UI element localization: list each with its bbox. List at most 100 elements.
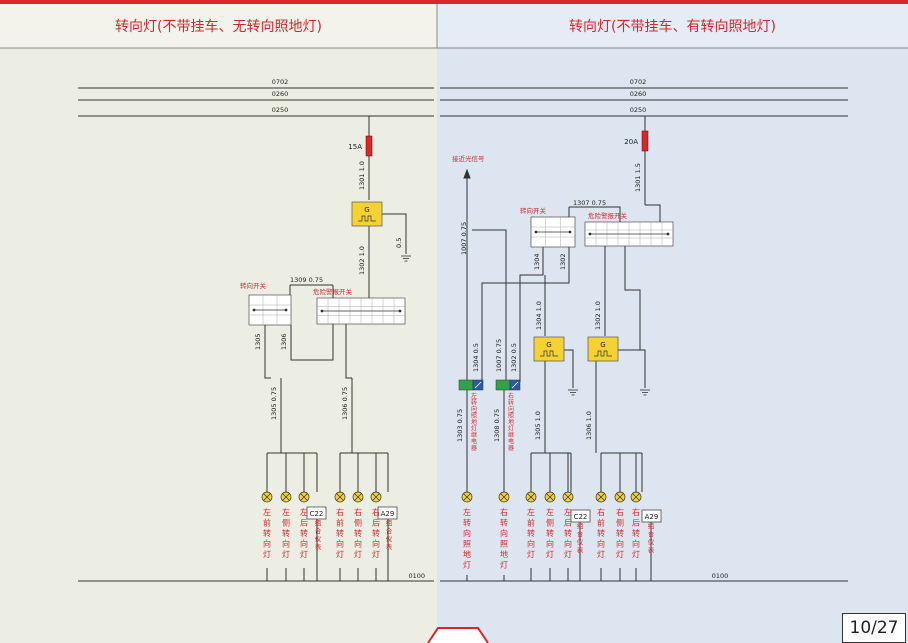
lamp-right-6-x	[616, 493, 624, 501]
bus-label-right: 0250	[630, 106, 647, 114]
label-char: 表	[577, 545, 584, 554]
label-char: 转	[263, 528, 271, 538]
page-number: 10/27	[842, 613, 906, 643]
wire-label: 1302 1.0	[594, 301, 602, 330]
label-char: 向	[546, 539, 554, 549]
ground-right-2	[640, 389, 650, 396]
bus-label-right: 0260	[630, 90, 647, 98]
label-char: 左	[463, 507, 471, 517]
wire-label: 1306 1.0	[585, 411, 593, 440]
lamp-left-2-x	[300, 493, 308, 501]
label-char: 右	[372, 507, 380, 517]
label-char: 电	[471, 438, 477, 446]
right-header-bg	[437, 4, 908, 48]
label-char: 灯	[546, 549, 554, 559]
label-char: 灯	[564, 549, 572, 559]
label-char: 组	[577, 521, 584, 530]
switch-node	[320, 309, 324, 313]
label-char: 继	[508, 431, 514, 439]
label-char: 组	[386, 518, 393, 527]
label-char: 左	[471, 392, 477, 400]
left-panel-bg	[0, 48, 437, 643]
label-char: 表	[315, 542, 322, 551]
wire-label: 1306 0.75	[341, 387, 349, 420]
label-char: 合	[577, 529, 584, 538]
label-char: 转	[616, 528, 624, 538]
right-title: 转向灯(不带挂车、有转向照地灯)	[569, 19, 776, 35]
turn-switch-left	[248, 294, 292, 326]
fuse-15a	[365, 135, 373, 157]
label-char: 向	[616, 539, 624, 549]
label-char: 灯	[372, 549, 380, 559]
label-char: 侧	[282, 518, 290, 528]
label-char: 左	[263, 507, 271, 517]
ground-right-1	[568, 389, 578, 396]
top-bar	[0, 0, 908, 4]
label-char: 右	[500, 507, 508, 517]
wire-label: 1303 0.75	[456, 409, 464, 442]
label-char: 右	[597, 507, 605, 517]
flasher-right-1-label: G	[546, 341, 551, 349]
label-char: 向	[336, 539, 344, 549]
label-char: 转	[508, 399, 514, 407]
lamp-left-3-x	[336, 493, 344, 501]
label-char: 转	[282, 528, 290, 538]
wire	[481, 247, 570, 382]
lamp-right-7-x	[632, 493, 640, 501]
label-char: 表	[386, 542, 393, 551]
label-char: 右	[354, 507, 362, 517]
label-char: 灯	[471, 425, 477, 433]
label-char: 后	[564, 518, 572, 528]
lamp-right-0-x	[463, 493, 471, 501]
dip-signal-label: 接近光信号	[452, 154, 485, 163]
label-char: 地	[508, 418, 514, 426]
connector-c22-left	[306, 506, 327, 520]
flasher-right-2-wave	[594, 350, 612, 357]
label-char: 右	[632, 507, 640, 517]
lamp-right-4-x	[564, 493, 572, 501]
label-char: 仪	[577, 538, 584, 546]
label-char: 向	[300, 539, 308, 549]
label-char: 向	[500, 528, 508, 538]
flasher-left-label: G	[364, 206, 369, 214]
lamp-left-0-x	[263, 493, 271, 501]
wire-label: 1305 1.0	[534, 411, 542, 440]
ground-left	[401, 255, 411, 262]
label-char: 转	[354, 528, 362, 538]
label-char: 向	[632, 539, 640, 549]
switch-node	[252, 308, 256, 312]
label-char: 右	[508, 392, 514, 400]
label-char: 向	[597, 539, 605, 549]
wire	[290, 324, 334, 361]
label-char: 组	[315, 518, 322, 527]
fuse-20a	[641, 130, 649, 152]
label-char: 转	[632, 528, 640, 538]
bus-label-left: 0702	[272, 78, 289, 86]
label-char: 左	[300, 507, 308, 517]
label-char: 灯	[300, 549, 308, 559]
label-char: 左	[527, 507, 535, 517]
label-char: 照	[471, 413, 477, 420]
relay-right-mark	[511, 381, 519, 389]
label-char: 灯	[282, 549, 290, 559]
label-char: 向	[354, 539, 362, 549]
switch-node	[666, 232, 670, 236]
wire-label: 1301 1.0	[358, 161, 366, 190]
label-char: 转	[372, 528, 380, 538]
turn-switch-right	[530, 216, 576, 248]
hazard-title-left: 危险警报开关	[313, 287, 353, 296]
label-char: 转	[564, 528, 572, 538]
wire	[519, 247, 544, 382]
